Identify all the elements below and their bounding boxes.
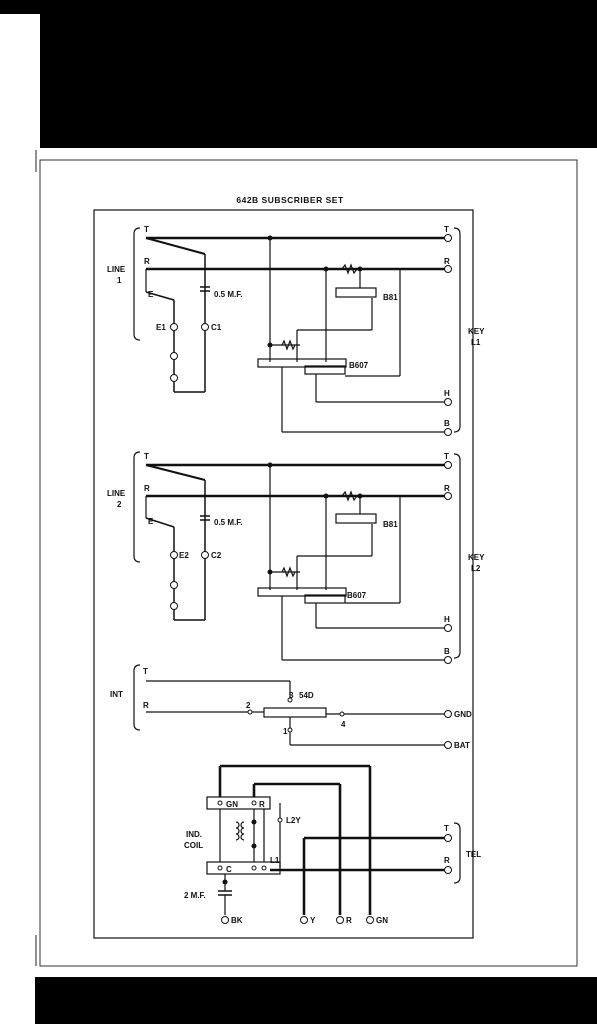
scan-border-bottom: [0, 977, 597, 1024]
coil-circuit: [206, 764, 461, 915]
line1-relay-label: B81: [383, 293, 398, 302]
line1-e-left: E: [148, 290, 154, 299]
int-label: INT: [110, 690, 123, 699]
line2-junctions: [267, 462, 363, 575]
line1-key-part: B607: [349, 361, 369, 370]
diagram-title: 642B SUBSCRIBER SET: [236, 195, 344, 205]
bracket-left: [133, 227, 141, 341]
line1-c-terminal: C1: [211, 323, 222, 332]
bracket-int: [133, 664, 141, 731]
line1-terminals: [170, 234, 452, 436]
line1-cap-label: 0.5 M.F.: [214, 290, 242, 299]
gn-bottom-label: GN: [376, 916, 388, 925]
r-terminal-label: R: [259, 800, 265, 809]
line1-b-right: B: [444, 419, 450, 428]
line1-group-label: LINE: [107, 265, 126, 274]
c-terminal-label: C: [226, 865, 232, 874]
line2-circuit: [133, 451, 461, 661]
line1-e-terminal: E1: [156, 323, 166, 332]
int-terminals: [247, 697, 452, 749]
bracket-right: [453, 453, 461, 659]
bracket-right: [453, 227, 461, 433]
line2-r-left: R: [144, 484, 150, 493]
line2-b-right: B: [444, 647, 450, 656]
coil-junctions: [222, 819, 257, 885]
page-frame: [39, 159, 578, 967]
line1-r-left: R: [144, 257, 150, 266]
line2-t-right: T: [444, 452, 449, 461]
cap-2mf-label: 2 M.F.: [184, 891, 206, 900]
line2-t-left: T: [144, 452, 149, 461]
line2-group-number: 2: [117, 500, 122, 509]
switch-pin-1: 1: [283, 727, 288, 736]
line2-r-right: R: [444, 484, 450, 493]
switch-pin-3: 3: [289, 691, 294, 700]
line1-key-number: L1: [471, 338, 481, 347]
coil-terminals: [217, 800, 452, 924]
line1-group-number: 1: [117, 276, 122, 285]
int-circuit: [133, 664, 444, 746]
line1-t-right: T: [444, 225, 449, 234]
bk-label: BK: [231, 916, 243, 925]
line2-terminals: [170, 461, 452, 664]
int-r: R: [143, 701, 149, 710]
schematic-frame: [93, 209, 474, 939]
scan-border-top: [0, 0, 597, 148]
bat-label: BAT: [454, 741, 470, 750]
scan-page-tab-top: [0, 14, 40, 148]
tel-t-label: T: [444, 824, 449, 833]
line1-r-right: R: [444, 257, 450, 266]
int-t: T: [143, 667, 148, 676]
r-bottom-label: R: [346, 916, 352, 925]
y-label: Y: [310, 916, 316, 925]
line2-key-label: KEY: [468, 553, 485, 562]
line2-c-terminal: C2: [211, 551, 222, 560]
line2-relay-label: B81: [383, 520, 398, 529]
line2-group-label: LINE: [107, 489, 126, 498]
line2-key-number: L2: [471, 564, 481, 573]
tel-label: TEL: [466, 850, 481, 859]
line2-e-left: E: [148, 517, 154, 526]
gn-terminal-label: GN: [226, 800, 238, 809]
line2-key-part: B607: [347, 591, 367, 600]
bracket-left: [133, 451, 141, 563]
line2-cap-label: 0.5 M.F.: [214, 518, 242, 527]
gnd-label: GND: [454, 710, 472, 719]
scan-page-tab-bottom: [0, 977, 35, 1024]
switch-label: 54D: [299, 691, 314, 700]
ind-coil-label: IND.: [186, 830, 202, 839]
line1-h-right: H: [444, 389, 450, 398]
bracket-tel: [453, 822, 461, 884]
switch-pin-4: 4: [341, 720, 346, 729]
switch-pin-2: 2: [246, 701, 251, 710]
line1-junctions: [267, 235, 363, 348]
l2y-label: L2Y: [286, 816, 301, 825]
l1-label: L1: [270, 856, 280, 865]
ind-coil-label-2: COIL: [184, 841, 203, 850]
line1-t-left: T: [144, 225, 149, 234]
line2-h-right: H: [444, 615, 450, 624]
tel-r-label: R: [444, 856, 450, 865]
line1-key-label: KEY: [468, 327, 485, 336]
line1-circuit: [133, 227, 461, 433]
line2-e-terminal: E2: [179, 551, 189, 560]
